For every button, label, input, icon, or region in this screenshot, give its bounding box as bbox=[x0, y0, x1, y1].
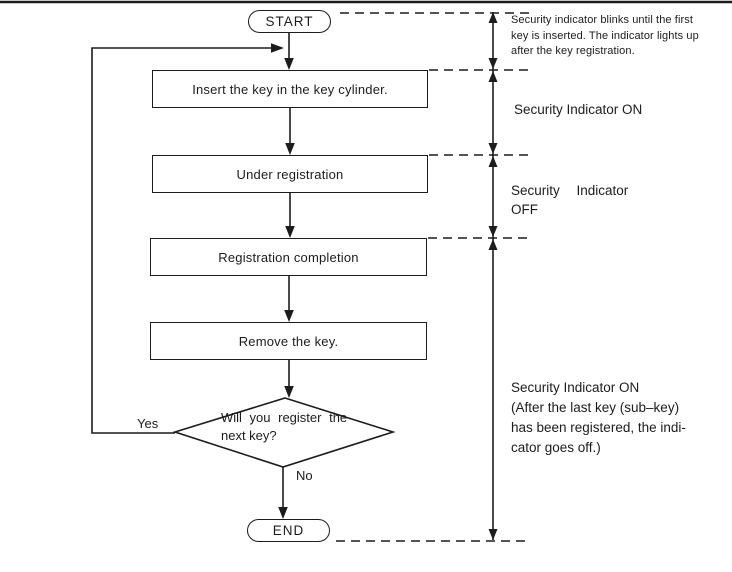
dimension-arrowheads bbox=[488, 12, 498, 540]
arrowhead-down-icon bbox=[488, 529, 498, 540]
label-indicator-on-after-line: Security Indicator ON bbox=[511, 380, 640, 395]
label-indicator-off-line: OFF bbox=[511, 202, 538, 217]
start-node: START bbox=[248, 10, 331, 33]
label-indicator-on: Security Indicator ON bbox=[514, 102, 643, 117]
end-node-label: END bbox=[272, 523, 305, 538]
yes-loop-line bbox=[91, 47, 271, 434]
label-indicator-on-after-line: cator goes off.) bbox=[511, 440, 601, 455]
arrowhead-down-icon bbox=[285, 226, 295, 238]
process-step-label: Registration completion bbox=[218, 249, 359, 265]
label-indicator-off: Security Indicator OFF bbox=[511, 181, 641, 219]
indicator-dimension-line bbox=[488, 12, 498, 540]
label-indicator-on-after-line: has been registered, the indi- bbox=[511, 420, 686, 435]
arrowhead-up-icon bbox=[488, 156, 498, 167]
note-blink-line: after the key registration. bbox=[511, 45, 635, 57]
decision-text: Will you register the next key? bbox=[221, 409, 361, 445]
arrowhead-down-icon bbox=[284, 386, 294, 398]
arrowhead-down-icon bbox=[488, 226, 498, 237]
arrowhead-down-icon bbox=[278, 507, 288, 519]
process-step-insert-key: Insert the key in the key cylinder. bbox=[152, 70, 428, 108]
arrowhead-right-icon bbox=[271, 43, 284, 53]
arrowhead-up-icon bbox=[488, 239, 498, 250]
dashed-leader-lines bbox=[336, 12, 533, 542]
start-node-label: START bbox=[265, 14, 314, 29]
flow-connectors bbox=[91, 33, 291, 509]
decision-diamond bbox=[172, 397, 396, 468]
arrowhead-up-icon bbox=[488, 71, 498, 82]
end-node: END bbox=[247, 519, 330, 542]
arrowhead-down-icon bbox=[488, 143, 498, 154]
arrowhead-down-icon bbox=[285, 143, 295, 155]
decision-text-line: next key? bbox=[221, 428, 277, 443]
arrowhead-down-icon bbox=[488, 58, 498, 69]
note-blink: Security indicator blinks until the firs… bbox=[511, 13, 701, 60]
label-indicator-on-after: Security Indicator ON (After the last ke… bbox=[511, 378, 696, 458]
arrowhead-up-icon bbox=[488, 12, 498, 23]
process-step-label: Insert the key in the key cylinder. bbox=[192, 81, 388, 97]
label-indicator-on-after-line: (After the last key (sub–key) bbox=[511, 400, 680, 415]
label-indicator-off-line: Security Indicator bbox=[511, 183, 629, 198]
process-step-registration-completion: Registration completion bbox=[150, 238, 427, 276]
yes-branch-label: Yes bbox=[137, 416, 159, 431]
decision-text-line: Will you register the bbox=[221, 410, 348, 425]
process-step-under-registration: Under registration bbox=[152, 155, 428, 193]
process-step-label: Remove the key. bbox=[238, 333, 339, 349]
arrowhead-down-icon bbox=[284, 58, 294, 70]
flow-arrowheads bbox=[271, 43, 295, 519]
process-step-label: Under registration bbox=[236, 166, 344, 182]
note-blink-line: key is inserted. The indicator lights up bbox=[511, 29, 699, 42]
arrowhead-down-icon bbox=[284, 310, 294, 322]
note-blink-line: Security indicator blinks until the firs… bbox=[511, 14, 694, 26]
process-step-remove-key: Remove the key. bbox=[150, 322, 427, 360]
no-branch-label: No bbox=[296, 468, 313, 483]
